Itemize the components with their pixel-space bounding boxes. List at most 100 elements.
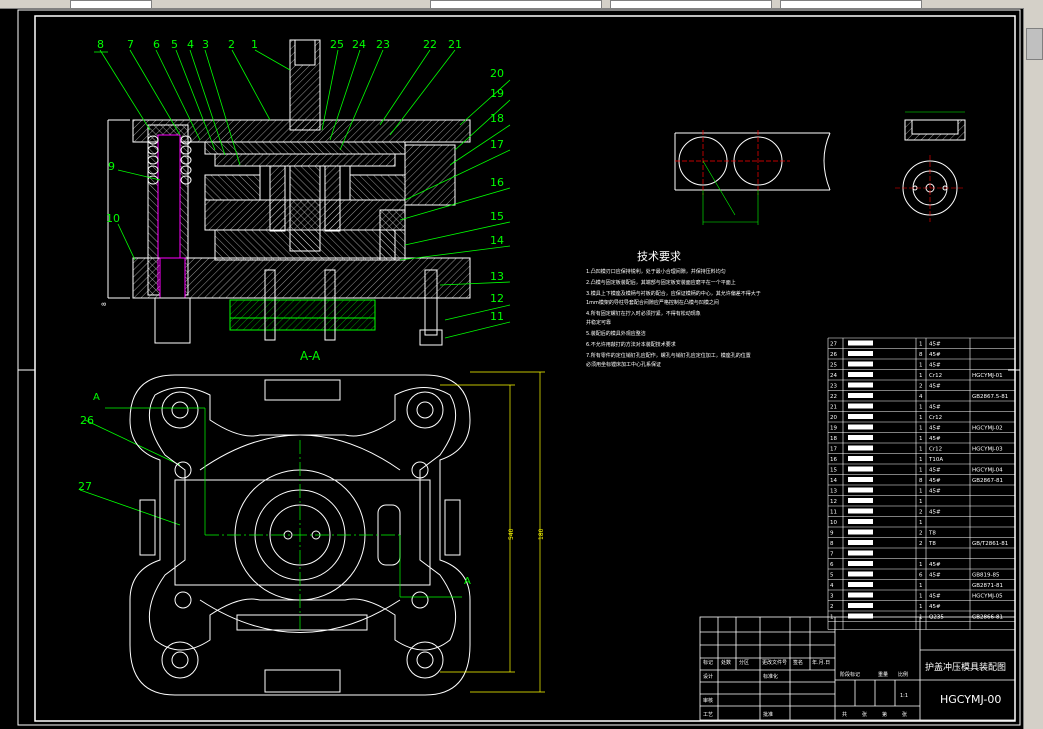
vertical-scrollbar[interactable]	[1023, 8, 1043, 729]
bom-cell: 12	[830, 499, 837, 505]
bom-cell: 8	[830, 541, 834, 547]
svg-text:15: 15	[490, 210, 504, 223]
svg-text:4: 4	[187, 38, 194, 51]
drawing-name: 护盖冲压模具装配图	[925, 661, 1006, 673]
plan-view	[129, 374, 471, 696]
leader-lines	[79, 49, 511, 526]
bom-cell: HGCYMJ-05	[972, 594, 1003, 600]
bom-cell: 45#	[929, 594, 941, 600]
svg-text:9: 9	[108, 160, 115, 173]
bom-cell: GB2871-81	[972, 583, 1003, 589]
svg-text:24: 24	[352, 38, 366, 51]
svg-text:年.月.日: 年.月.日	[812, 659, 830, 666]
bom-cell: 26	[830, 352, 837, 358]
title-block	[699, 616, 1016, 721]
bom-cell: HGCYMJ-03	[972, 447, 1003, 453]
plotstyle-dropdown[interactable]	[780, 0, 922, 9]
bom-cell: 45#	[929, 342, 941, 348]
bom-name-placeholder	[848, 592, 873, 598]
bom-cell: 6	[830, 562, 834, 568]
cad-toolbar	[0, 0, 1043, 9]
bom-name-placeholder	[848, 361, 873, 367]
bom-cell: 19	[830, 426, 837, 432]
svg-text:6: 6	[153, 38, 160, 51]
bom-name-placeholder	[848, 529, 873, 535]
svg-text:张: 张	[902, 711, 907, 718]
bom-name-placeholder	[848, 603, 873, 608]
svg-text:1: 1	[251, 38, 258, 51]
layer-dropdown[interactable]	[70, 0, 152, 9]
bom-cell: Cr12	[929, 373, 942, 379]
bom-cell: T8	[928, 541, 936, 547]
svg-text:更改文件号: 更改文件号	[762, 659, 787, 666]
bom-name-placeholder	[848, 393, 873, 398]
bom-name-placeholder	[848, 424, 873, 430]
lineweight-dropdown[interactable]	[610, 0, 772, 9]
svg-text:审核: 审核	[703, 697, 713, 704]
bom-name-placeholder	[848, 561, 873, 566]
bom-row: 7	[830, 550, 873, 558]
bom-cell: 2	[919, 541, 923, 547]
bom-cell: 23	[830, 384, 837, 390]
svg-text:16: 16	[490, 176, 504, 189]
bom-cell: 45#	[929, 510, 941, 516]
tech-line: 4.所有固定螺钉在拧入时必须拧紧，不得有松动现象	[586, 310, 701, 317]
svg-text:17: 17	[490, 138, 504, 151]
bom-cell: 10	[830, 520, 837, 526]
svg-text:10: 10	[106, 212, 120, 225]
strip-centerlines	[675, 130, 790, 195]
section-marker-top: A	[93, 392, 100, 403]
svg-text:26: 26	[80, 414, 94, 427]
bom-cell: HGCYMJ-01	[972, 373, 1003, 379]
bom-cell: 45#	[929, 562, 941, 568]
bom-cell: 17	[830, 447, 837, 453]
svg-text:比例: 比例	[898, 671, 908, 678]
bom-cell: 25	[830, 363, 837, 369]
bom-cell: T8	[928, 531, 936, 537]
bom-cell: GB819-85	[972, 573, 1000, 579]
scrollbar-thumb[interactable]	[1026, 28, 1043, 60]
drawing-code: HGCYMJ-00	[940, 693, 1001, 706]
bom-name-placeholder	[848, 466, 873, 472]
bom-name-placeholder	[848, 414, 873, 419]
bom-name-placeholder	[848, 571, 873, 577]
drawing-canvas[interactable]: 8 8 7 6 5 4 3 2	[0, 8, 1023, 729]
section-label: A-A	[300, 349, 321, 363]
linetype-dropdown[interactable]	[430, 0, 602, 9]
bom-name-placeholder	[848, 435, 873, 440]
svg-text:批准: 批准	[763, 711, 773, 718]
svg-text:23: 23	[376, 38, 390, 51]
bom-name-placeholder	[848, 582, 873, 587]
bom-cell: 1	[919, 468, 923, 474]
svg-text:5: 5	[171, 38, 178, 51]
bom-cell: 6	[919, 573, 923, 579]
bom-cell: Cr12	[929, 447, 942, 453]
title-block-text: 标记 处数 分区 更改文件号 签名 年.月.日 设计 标准化 审核 工艺 批准 …	[703, 659, 1006, 718]
bom-cell: 18	[830, 436, 837, 442]
svg-text:13: 13	[490, 270, 504, 283]
bom-name-placeholder	[848, 613, 873, 619]
bom-name-placeholder	[848, 540, 873, 545]
svg-text:处数: 处数	[721, 659, 731, 666]
tech-line: 并稳定可靠	[586, 319, 611, 326]
tech-line: 1mm模架的导柱导套配合间隙应严格控制在凸模与凹模之间	[586, 299, 719, 306]
bom-cell: 1	[919, 489, 923, 495]
bom-cell: 45#	[929, 384, 941, 390]
svg-text:18: 18	[490, 112, 504, 125]
